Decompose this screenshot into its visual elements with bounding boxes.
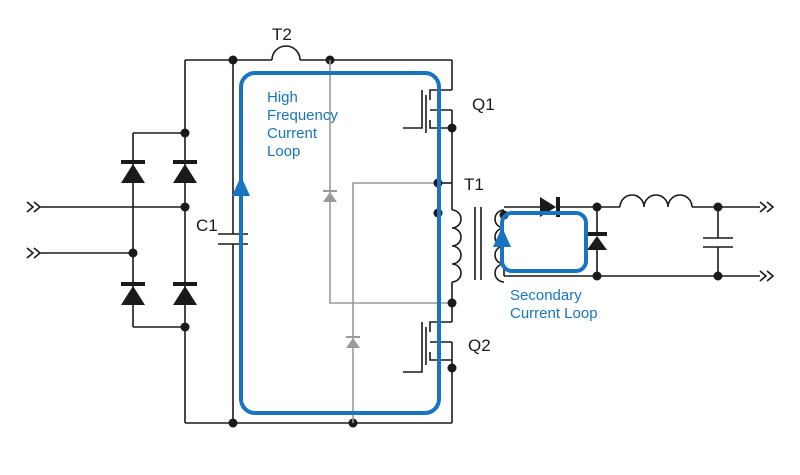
- mosfet-q1: [403, 89, 457, 210]
- bridge-diode-bottom-left: [121, 282, 145, 305]
- label-t1: T1: [464, 175, 484, 194]
- high-frequency-current-loop: [232, 71, 441, 415]
- label-c1: C1: [196, 216, 218, 235]
- output-terminal-top: [759, 201, 775, 213]
- loop-label-line: Current: [267, 125, 318, 142]
- loop-label-line: Current Loop: [510, 305, 598, 322]
- loop-label-line: Secondary: [510, 287, 582, 304]
- bridge-diode-bottom-right: [173, 282, 197, 305]
- capacitor-c1: [218, 60, 248, 423]
- secondary-current-loop: [493, 211, 588, 273]
- bridge-diode-top-left: [121, 160, 145, 183]
- clamp-diode-path: [323, 60, 452, 423]
- output-filter: [503, 194, 760, 281]
- dc-bus: [185, 45, 453, 428]
- bridge-rectifier: [121, 60, 197, 423]
- ac-input-terminal-top: [26, 201, 185, 213]
- label-q2: Q2: [468, 336, 491, 355]
- ac-input-terminal-bottom: [26, 247, 133, 259]
- loop-label-line: High: [267, 89, 298, 106]
- output-terminal-bottom: [759, 270, 775, 282]
- label-t2: T2: [272, 25, 292, 44]
- bridge-diode-top-right: [173, 160, 197, 183]
- loop-label-line: Frequency: [267, 107, 338, 124]
- label-q1: Q1: [472, 95, 495, 114]
- secondary-loop-label: Secondary Current Loop: [510, 287, 598, 322]
- mosfet-q2: [403, 298, 457, 373]
- high-frequency-loop-label: High Frequency Current Loop: [267, 89, 338, 160]
- output-rectifier: [504, 197, 620, 281]
- loop-label-line: Loop: [267, 143, 300, 160]
